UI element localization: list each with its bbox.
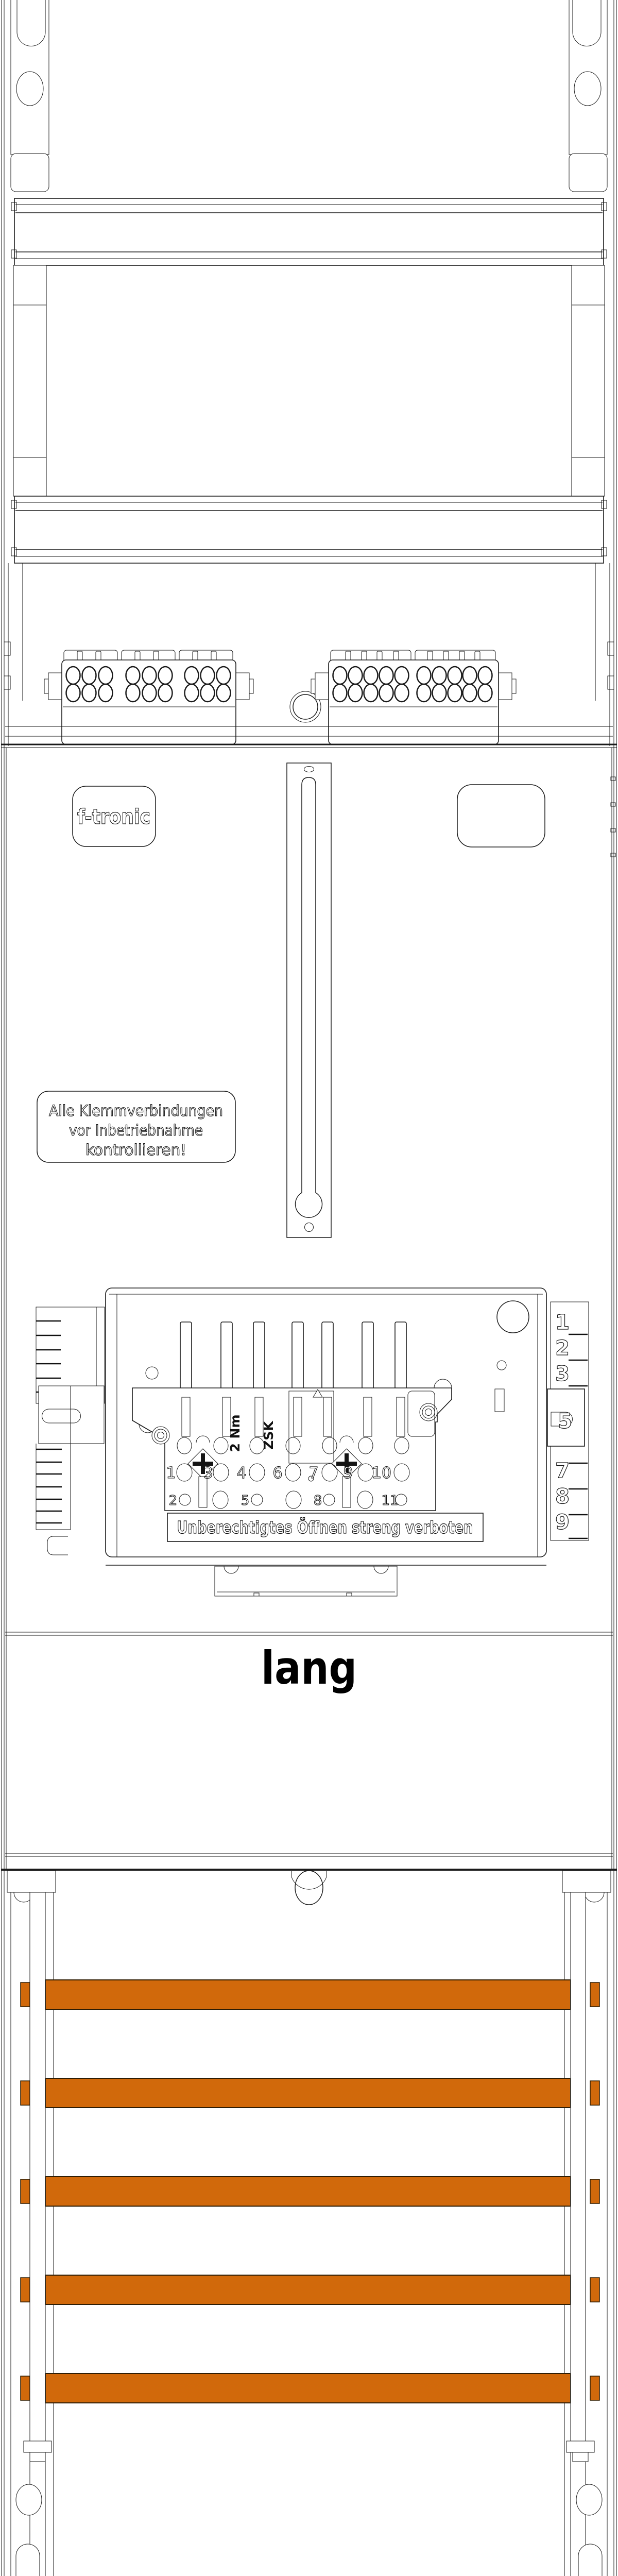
busbar-2 [20, 2078, 600, 2108]
device-lower-tray [214, 1566, 398, 1597]
brand-text: f-tronic [77, 805, 150, 829]
terminal-block-left [44, 650, 254, 745]
warning-label: Alle Klemmverbindungen vor Inbetriebnahm… [37, 1091, 236, 1163]
terminal-body: 2 Nm ZSK [132, 1379, 452, 1511]
top-left-mounting-bracket [10, 0, 49, 192]
clamp-screw-left [187, 1435, 218, 1479]
seal-warning-bar: Unberechtigtes Öffnen streng verboten [167, 1513, 484, 1542]
terminal-holes [332, 666, 493, 703]
lid-round-opening [496, 1300, 529, 1333]
mounting-hole [15, 2484, 42, 2516]
bottom-section-divider [1, 1853, 617, 1905]
screw-strip-left [198, 1476, 208, 1508]
svg-text:8: 8 [314, 1493, 322, 1509]
screw-slot [572, 0, 602, 46]
busbar-5 [20, 2373, 600, 2403]
scale-number-5: 5 [558, 1410, 572, 1433]
screw-strip-right [342, 1476, 351, 1508]
foot-clip [47, 1536, 68, 1555]
label-recess [407, 1391, 435, 1437]
busbar-4 [20, 2275, 600, 2305]
mounting-hole [574, 71, 602, 106]
handle-hole [295, 1870, 323, 1905]
warning-line-3: kontrollieren! [85, 1141, 186, 1159]
d-slot [42, 1409, 81, 1423]
svg-text:4: 4 [236, 1464, 246, 1482]
lid-slot [494, 1388, 505, 1412]
terminal-holes [65, 666, 231, 703]
lid-small-hole [496, 1360, 507, 1370]
svg-text:2: 2 [555, 1336, 570, 1360]
center-recess [288, 1391, 334, 1464]
top-notch [434, 1379, 452, 1388]
device-right-scale: 1 2 3 4 7 8 9 5 [547, 1301, 589, 1541]
svg-text:10: 10 [372, 1464, 391, 1482]
pointer-slot [551, 1412, 573, 1427]
busbar-pins [180, 1321, 407, 1389]
svg-text:9: 9 [343, 1464, 353, 1482]
svg-text:6: 6 [272, 1464, 282, 1482]
svg-text:2: 2 [169, 1493, 178, 1509]
keyhole-slot [295, 777, 323, 1218]
handle-tab [291, 1871, 327, 1890]
svg-text:1: 1 [555, 1311, 570, 1334]
svg-text:1: 1 [166, 1464, 176, 1482]
device-left-comb [36, 1307, 105, 1555]
bottom-rails [29, 1892, 586, 2576]
central-keyhole-plate [286, 762, 332, 1238]
svg-text:7: 7 [308, 1464, 318, 1482]
busbar-1 [20, 1979, 600, 2010]
lower-edge-details [4, 563, 614, 746]
svg-text:9: 9 [555, 1511, 570, 1534]
scale-pointer-tab [547, 1388, 585, 1447]
pilot-hole [304, 766, 314, 772]
type-label: ZSK [261, 1420, 276, 1450]
seal-warning-text: Unberechtigtes Öffnen streng verboten [177, 1517, 473, 1537]
wire-slots [181, 1397, 405, 1437]
warning-line-2: vor Inbetriebnahme [69, 1122, 203, 1139]
bottom-right-bracket [566, 2441, 603, 2576]
screw-slot [578, 2544, 603, 2576]
pilot-dot [308, 1476, 314, 1482]
conductor-holes-bottom: 2 5 8 11 [168, 1490, 407, 1509]
svg-text:3: 3 [555, 1362, 570, 1386]
size-label-area: lang [5, 1632, 613, 1694]
din-rail-bottom [11, 496, 607, 564]
svg-text:3: 3 [203, 1464, 213, 1482]
mounting-hole [16, 71, 44, 106]
screw-slot [15, 2544, 40, 2576]
busbar-3 [20, 2176, 600, 2207]
side-columns [13, 265, 605, 497]
size-label-text: lang [261, 1641, 357, 1694]
svg-text:11: 11 [381, 1493, 398, 1509]
svg-text:7: 7 [555, 1459, 570, 1483]
center-knockout [289, 691, 321, 723]
torque-label: 2 Nm [228, 1414, 243, 1452]
section-divider-top [1, 726, 617, 748]
blank-emboss-field [457, 784, 545, 848]
small-hole [304, 1223, 314, 1232]
bottom-side-blocks [7, 1870, 611, 2576]
bottom-left-bracket [15, 2441, 52, 2576]
terminal-block-right [311, 650, 517, 745]
screw-slot [16, 0, 46, 46]
svg-text:5: 5 [241, 1493, 250, 1509]
svg-text:8: 8 [555, 1485, 570, 1509]
din-rail-top [11, 198, 607, 266]
warning-line-1: Alle Klemmverbindungen [49, 1102, 223, 1120]
mounting-hole [576, 2484, 603, 2516]
conductor-holes-top [177, 1437, 409, 1454]
lid-hole [145, 1366, 159, 1380]
brand-logo: f-tronic [72, 786, 156, 847]
top-right-mounting-bracket [569, 0, 608, 192]
triangle-marker [313, 1389, 323, 1398]
conductor-holes-middle: 1 3 4 6 7 9 10 [166, 1463, 410, 1483]
